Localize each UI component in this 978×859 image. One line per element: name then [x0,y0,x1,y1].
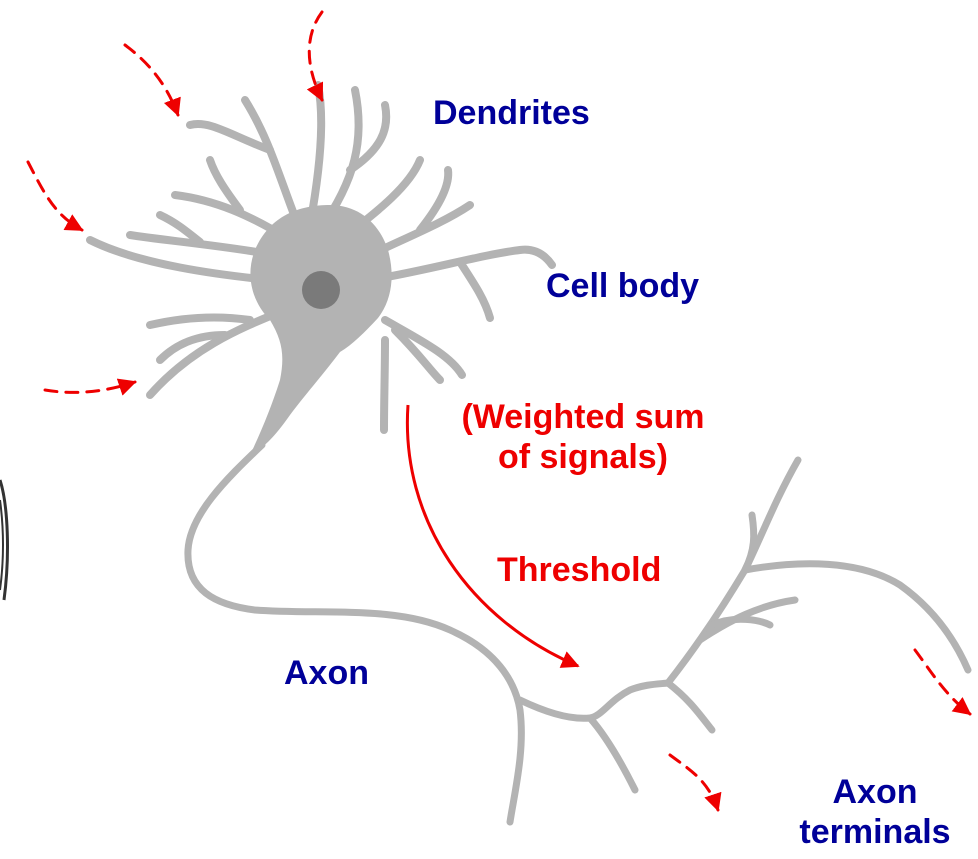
output-signal-arrow [670,755,718,810]
dendrite [150,318,250,325]
axon-branch [668,460,798,683]
left-edge-outline [0,480,7,600]
label-weighted-sum-line1: (Weighted sum [418,397,748,437]
axon-shaft [188,445,521,822]
dendrite [245,100,300,230]
dendrite [460,262,490,318]
incoming-signal-arrow [45,382,135,392]
axon-branch [520,683,668,718]
axon-branch [590,718,635,790]
label-axon-terminals-line2: terminals [780,812,970,852]
label-dendrites: Dendrites [433,93,590,133]
cell-body [250,205,392,455]
label-axon-terminals: Axon terminals [780,772,970,852]
axon-branch [745,564,968,670]
axon-branch [712,619,770,625]
axon-branch [668,683,712,730]
label-threshold: Threshold [497,550,661,590]
label-cell-body: Cell body [546,266,699,306]
label-weighted-sum: (Weighted sum of signals) [418,397,748,477]
label-axon: Axon [284,653,369,693]
nucleus [302,271,340,309]
soma-shape [250,205,392,455]
incoming-signal-arrow [28,162,82,230]
dendrite [310,85,321,225]
dendrite [384,340,385,430]
label-axon-terminals-line1: Axon [780,772,970,812]
label-weighted-sum-line2: of signals) [418,437,748,477]
axon [188,445,968,822]
incoming-signal-arrow [125,45,178,115]
